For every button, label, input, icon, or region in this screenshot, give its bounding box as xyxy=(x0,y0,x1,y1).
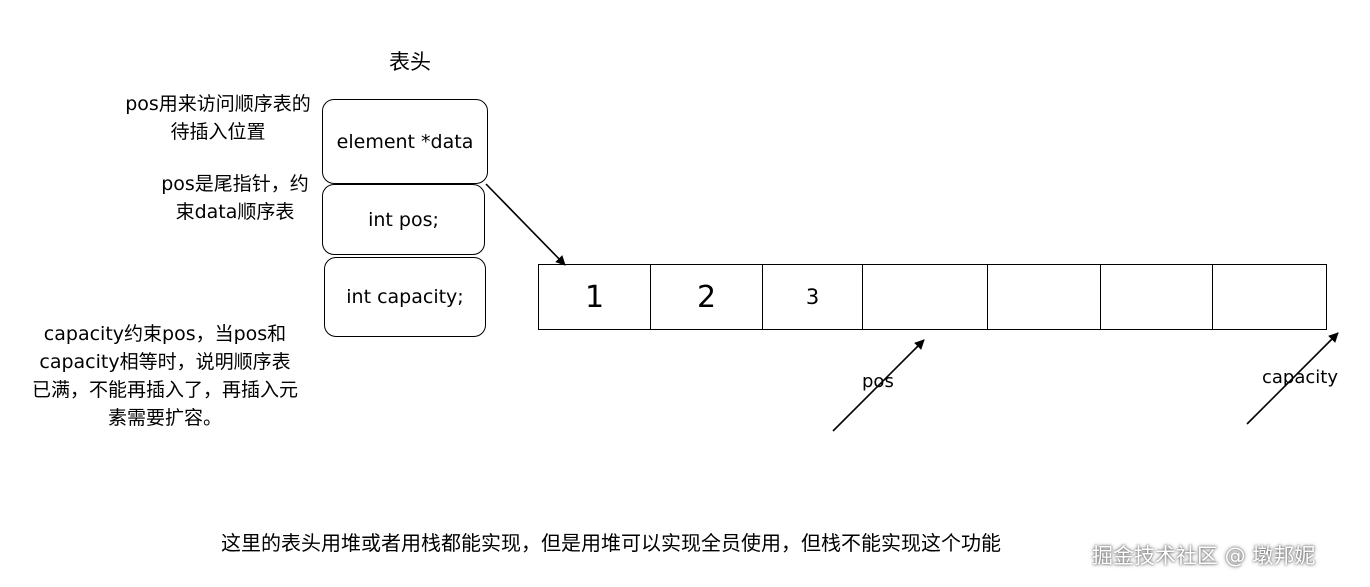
note-capacity-rule: capacity约束pos，当pos和capacity相等时，说明顺序表已满，不… xyxy=(31,323,298,429)
capacity-pointer-arrow xyxy=(1246,332,1339,425)
array-cell xyxy=(863,265,988,329)
sequence-array: 1 2 3 xyxy=(538,264,1327,330)
array-cell: 2 xyxy=(651,265,763,329)
pos-pointer-arrow xyxy=(832,339,925,432)
watermark: 掘金技术社区 @ 墩邦妮 xyxy=(1092,544,1316,568)
capacity-pointer-label: capacity xyxy=(1262,367,1338,388)
note-pos-usage: pos用来访问顺序表的待插入位置 xyxy=(125,93,311,143)
pos-pointer-label: pos xyxy=(862,371,894,392)
footer-caption: 这里的表头用堆或者用栈都能实现，但是用堆可以实现全员使用，但栈不能实现这个功能 xyxy=(221,531,1001,555)
field-pos: int pos; xyxy=(322,184,485,255)
field-capacity-label: int capacity; xyxy=(346,286,464,308)
array-cell xyxy=(1101,265,1213,329)
field-data: element *data xyxy=(322,99,488,184)
array-cell: 3 xyxy=(763,265,863,329)
field-pos-label: int pos; xyxy=(368,208,439,231)
note-pos-tail: pos是尾指针，约束data顺序表 xyxy=(161,173,309,223)
array-cell: 1 xyxy=(539,265,651,329)
field-data-label: element *data xyxy=(336,130,474,153)
field-capacity: int capacity; xyxy=(324,257,486,337)
data-pointer-arrow xyxy=(485,183,566,266)
array-cell xyxy=(988,265,1101,329)
header-label: 表头 xyxy=(389,50,431,74)
